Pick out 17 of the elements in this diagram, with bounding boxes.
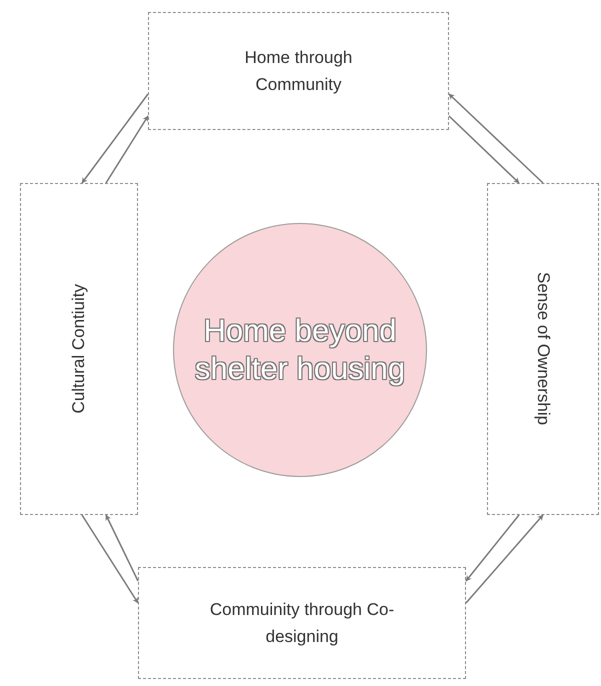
arrow — [105, 116, 149, 184]
circle-label: Home beyond shelter housing — [194, 312, 406, 388]
arrow — [465, 514, 544, 604]
arrow — [448, 115, 520, 184]
arrow — [81, 94, 149, 184]
arrow — [81, 514, 139, 604]
box-label: Home through Community — [244, 47, 354, 96]
arrow — [448, 93, 544, 184]
box-label: Sense of Ownership — [532, 272, 554, 426]
dashed-box — [148, 12, 449, 130]
arrow — [465, 514, 520, 582]
dashed-box — [487, 183, 599, 515]
arrow — [105, 514, 139, 582]
box-label: Commuinity through Co-designing — [208, 599, 396, 648]
dashed-box — [20, 183, 138, 515]
dashed-box — [138, 567, 466, 679]
box-label: Cultural Contiuity — [68, 284, 90, 414]
